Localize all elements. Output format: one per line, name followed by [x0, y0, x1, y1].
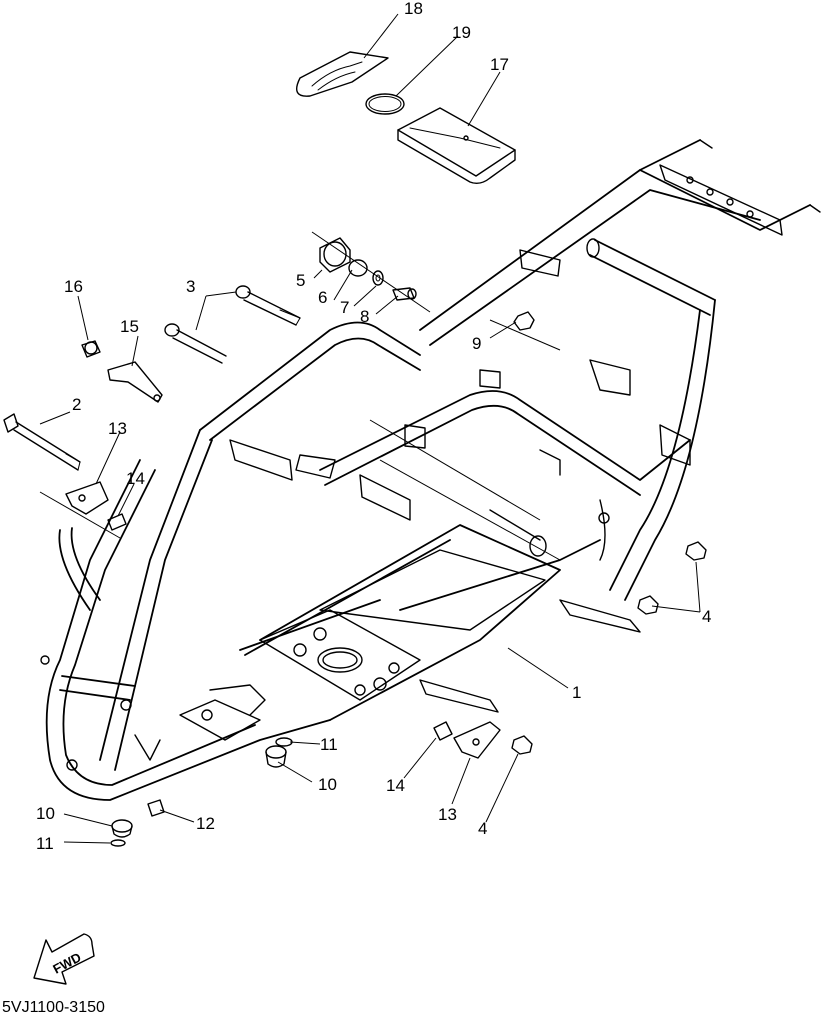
- callout-17: 17: [490, 55, 509, 74]
- part-4-nut-upper: [685, 541, 707, 561]
- part-17-tool-bag: [397, 107, 516, 185]
- part-18-sticker: [296, 51, 389, 97]
- part-2-long-bolt: [3, 413, 81, 471]
- callout-4-bottom: 4: [478, 819, 487, 838]
- reference-line-engine-mount: [379, 459, 561, 561]
- part-14-bolt-left: [107, 513, 127, 531]
- part-1-main-frame: [40, 139, 821, 801]
- callout-13-right: 13: [438, 805, 457, 824]
- callout-15: 15: [120, 317, 139, 336]
- part-13-plate-right: [453, 721, 501, 759]
- callout-12: 12: [196, 814, 215, 833]
- callout-11-left: 11: [36, 834, 54, 853]
- part-6-bushing: [348, 259, 368, 277]
- callout-10-left: 10: [36, 804, 55, 823]
- reference-line-center: [369, 419, 541, 521]
- reference-line-9: [489, 319, 561, 351]
- callout-8: 8: [360, 307, 369, 326]
- part-13-plate-left: [65, 481, 109, 515]
- part-4-nut-bottom: [511, 735, 533, 755]
- reference-line-left-mount: [39, 491, 121, 539]
- callout-1: 1: [572, 683, 581, 702]
- callout-14-left: 14: [126, 469, 145, 488]
- part-10-grommet-right: [265, 745, 287, 768]
- callout-19: 19: [452, 23, 471, 42]
- part-12-bolt: [147, 799, 165, 817]
- part-4-nut-lower: [637, 595, 659, 615]
- part-8-bolt: [392, 287, 417, 301]
- callout-6: 6: [318, 288, 327, 307]
- part-5-collar: [319, 237, 351, 273]
- callout-3: 3: [186, 277, 195, 296]
- part-9-nut: [513, 311, 535, 331]
- part-19-o-ring: [365, 93, 405, 115]
- callout-13-left: 13: [108, 419, 127, 438]
- callout-7: 7: [340, 298, 349, 317]
- fwd-arrow-icon: FWD: [33, 933, 95, 985]
- callout-4-right: 4: [702, 607, 711, 626]
- part-16-cap-bolt: [81, 340, 101, 358]
- part-3-bolt-upper: [235, 285, 301, 326]
- leader-lines: [39, 13, 701, 844]
- callout-2: 2: [72, 395, 81, 414]
- part-14-bolt-right: [433, 721, 453, 741]
- part-11-ring-right: [275, 737, 293, 747]
- part-11-ring-left: [110, 839, 126, 847]
- drawing-code: 5VJ1100-3150: [2, 999, 105, 1015]
- part-7-washer: [372, 270, 384, 286]
- callout-5: 5: [296, 271, 305, 290]
- callout-10-right: 10: [318, 775, 337, 794]
- callout-16: 16: [64, 277, 83, 296]
- reference-line-collar: [311, 231, 431, 313]
- part-10-grommet-left: [111, 819, 133, 838]
- callout-14-right: 14: [386, 776, 405, 795]
- callout-9: 9: [472, 334, 481, 353]
- callout-11-right: 11: [320, 735, 338, 754]
- part-15-bracket: [107, 361, 163, 403]
- callout-18: 18: [404, 0, 423, 18]
- part-3-bolt-lower: [164, 323, 227, 364]
